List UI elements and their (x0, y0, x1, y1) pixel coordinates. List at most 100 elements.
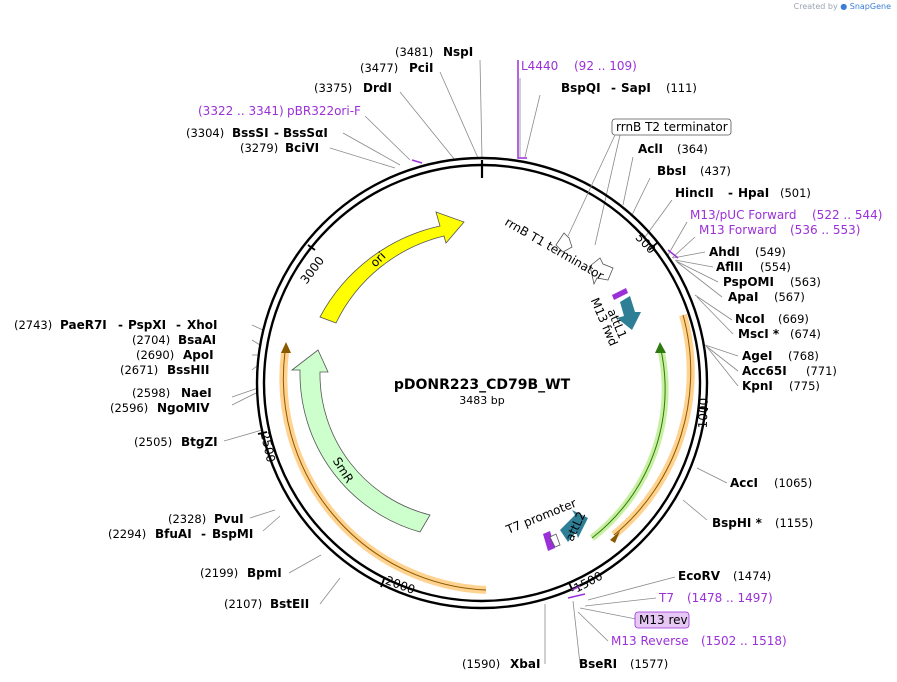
site-sapi: SapI (621, 81, 651, 95)
site-bpmi: BpmI (247, 566, 282, 580)
site-sep-pspxi: - (176, 318, 181, 332)
site-btgzi: BtgZI (181, 435, 218, 449)
primer-pbr322ori-f: pBR322ori-F (287, 104, 361, 118)
primer-marks (411, 60, 679, 599)
primer-t7: T7 (658, 591, 674, 605)
site-pos-drdi: (3375) (314, 81, 352, 95)
rrnb-t1-feature (589, 257, 614, 286)
site-sep-hincii: - (728, 186, 733, 200)
site-pspomi: PspOMI (723, 275, 774, 289)
primer-l4440: L4440 (521, 59, 558, 73)
site-pcii: PciI (409, 61, 434, 75)
site-sep-bspqi: - (611, 81, 616, 95)
site-agei: AgeI (742, 349, 772, 363)
primer-range-t7: (1478 .. 1497) (687, 591, 773, 605)
primer-range-m13-forward: (536 .. 553) (790, 223, 860, 237)
site-bbsi: BbsI (657, 164, 686, 178)
site-acli: AclI (638, 142, 663, 156)
site-pos-agei: (768) (788, 349, 819, 363)
site-naei: NaeI (181, 386, 212, 400)
site-ncoi: NcoI (735, 312, 765, 326)
site-aflii: AflII (716, 260, 743, 274)
primer-range-m13-puc: (522 .. 544) (812, 208, 882, 222)
site-sep-paer7i: - (118, 318, 123, 332)
right-site-labels: BspQI - SapI (111) AclI (364) BbsI (437)… (561, 81, 837, 671)
site-xbai: XbaI (510, 657, 540, 671)
orf-arrow-left (281, 342, 291, 353)
site-hpai: HpaI (738, 186, 769, 200)
site-apoi: ApoI (183, 348, 214, 362)
site-bsteii: BstEII (270, 597, 309, 611)
site-pos-acc65i: (771) (806, 364, 837, 378)
tick-label-500: 500 (633, 230, 659, 256)
site-pos-ncoi: (669) (778, 312, 809, 326)
site-pos-ecorv: (1474) (733, 569, 771, 583)
site-pos-msci: (674) (790, 327, 821, 341)
site-bsssi: BssSI (232, 126, 269, 140)
rrnb-t1-label: rrnB T1 terminator (502, 215, 606, 283)
site-pos-acci: (1065) (774, 476, 812, 490)
site-ahdi: AhdI (709, 245, 740, 259)
site-pos-bfuai: (2294) (108, 527, 146, 541)
orf-arc-left-line (282, 351, 487, 591)
plasmid-size: 3483 bp (459, 394, 504, 407)
rrnb-t2-leader (567, 134, 616, 237)
rrnb-t2-label: rrnB T2 terminator (616, 120, 728, 134)
attl1-feature (617, 296, 641, 330)
site-pos-bbsi: (437) (700, 164, 731, 178)
site-pos-xbai: (1590) (462, 657, 500, 671)
site-bsaai: BsaAI (178, 333, 216, 347)
site-hincii: HincII (675, 186, 714, 200)
m13-rev-label: M13 rev (639, 613, 688, 627)
primer-range-pbr322: (3322 .. 3341) (198, 104, 284, 118)
site-pos-ngomiv: (2596) (110, 401, 148, 415)
site-drdi: DrdI (363, 81, 392, 95)
site-pos-paer7i: (2743) (14, 318, 52, 332)
backbone-outer (255, 156, 709, 610)
rrnb-t2-box (611, 118, 732, 136)
tick-label-1000: 1000 (696, 398, 711, 429)
site-pos-bpmi: (2199) (200, 566, 238, 580)
m13-fwd-primer-bar (612, 288, 628, 300)
site-sep-bsssi: - (274, 126, 279, 140)
primer-m13-forward: M13 Forward (699, 223, 777, 237)
primer-range-m13-reverse: (1502 .. 1518) (701, 634, 787, 648)
site-beseri: BseRI (579, 657, 617, 671)
site-bsshii: BssHII (167, 363, 209, 377)
orf-arrow-green (655, 342, 666, 353)
attl2-feature (560, 510, 588, 542)
leader-lines (223, 59, 739, 665)
site-pos-bsaai: (2704) (132, 333, 170, 347)
site-pos-bsssi: (3304) (186, 126, 224, 140)
orf-arc-right-outer-line (613, 314, 692, 536)
site-pos-bcivi: (3279) (240, 141, 278, 155)
primer-range-l4440: (92 .. 109) (574, 59, 637, 73)
rrnb-t2-feature (555, 232, 573, 253)
t7-promoter-arrow (549, 533, 561, 548)
primer-m13-puc-forward: M13/pUC Forward (690, 208, 797, 222)
site-pos-beseri: (1577) (630, 657, 668, 671)
site-ecorv: EcoRV (678, 569, 721, 583)
site-bspqi: BspQI (561, 81, 601, 95)
site-pos-bsshii: (2671) (120, 363, 158, 377)
orf-arrow-right (610, 531, 620, 543)
tick-label-2500: 2500 (258, 431, 279, 464)
snapgene-logo-icon: ● SnapGene (840, 2, 891, 11)
left-site-labels: (3481) NspI (3477) PciI (3375) DrdI (330… (14, 45, 540, 671)
orf-arc-right-inner-line (591, 349, 666, 539)
site-msci: MscI * (738, 327, 780, 341)
site-sep-bfuai: - (201, 527, 206, 541)
site-pos-apai: (567) (774, 290, 805, 304)
primer-labels: L4440 (92 .. 109) (3322 .. 3341) pBR322o… (198, 59, 882, 648)
ori-feature (319, 211, 465, 324)
site-nspi: NspI (443, 45, 473, 59)
site-pos-ahdi: (549) (755, 245, 786, 259)
site-pspxi: PspXI (128, 318, 166, 332)
site-pos-pspomi: (563) (790, 275, 821, 289)
site-pos-kpni: (775) (789, 379, 820, 393)
site-pos-pcii: (3477) (360, 61, 398, 75)
site-xhoi: XhoI (187, 318, 218, 332)
site-kpni: KpnI (742, 379, 773, 393)
site-pos-acli: (364) (677, 142, 708, 156)
orf-arc-right-inner (589, 349, 669, 541)
